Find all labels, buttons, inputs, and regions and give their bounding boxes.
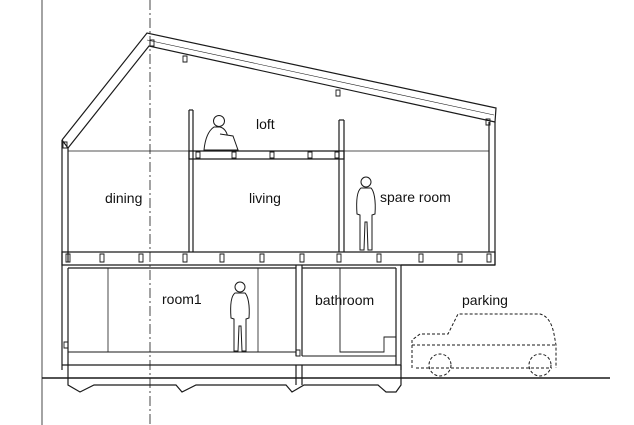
car-outline-icon — [412, 314, 556, 377]
label-room1: room1 — [162, 291, 202, 307]
label-loft: loft — [256, 116, 275, 132]
label-dining: dining — [105, 190, 143, 206]
loft-platform — [189, 110, 344, 252]
left-wall — [62, 140, 68, 370]
standing-person-icon — [231, 281, 250, 351]
connector-marks — [63, 40, 491, 356]
label-bathroom: bathroom — [315, 292, 375, 308]
seated-person-icon — [204, 115, 238, 151]
standing-person-icon — [357, 176, 376, 250]
label-spare-room: spare room — [380, 189, 451, 205]
main-floor-slab — [62, 252, 495, 370]
label-parking: parking — [462, 292, 508, 308]
ground-floor — [68, 265, 396, 365]
roof — [62, 33, 496, 148]
label-living: living — [249, 190, 281, 206]
foundation — [62, 365, 401, 392]
right-wall — [489, 122, 495, 265]
